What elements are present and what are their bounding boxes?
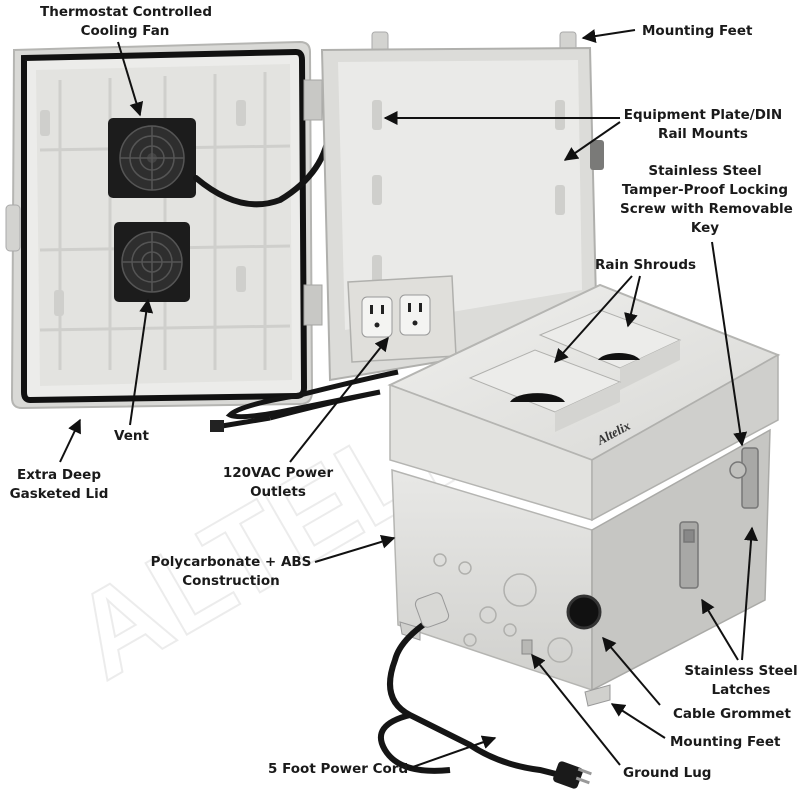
callout-lid-line-2: Gasketed Lid — [9, 486, 109, 502]
callout-locking-screw-line-3: Screw with Removable — [620, 201, 793, 217]
cooling-fan — [108, 118, 196, 198]
callout-latches: Stainless Steel Latches — [682, 662, 800, 700]
vent — [114, 222, 190, 302]
callout-locking-screw-line-4: Key — [690, 220, 720, 236]
latch-front — [679, 521, 699, 589]
callout-fan-line-2: Cooling Fan — [80, 23, 170, 39]
power-outlets — [347, 275, 457, 363]
callout-fan-line-1: Thermostat Controlled — [40, 4, 212, 20]
ground-lug — [521, 639, 533, 655]
callout-outlets: 120VAC Power Outlets — [208, 464, 348, 502]
callout-lid-line-1: Extra Deep — [16, 467, 102, 483]
cable-grommet — [566, 594, 602, 630]
open-base — [320, 31, 604, 382]
closed-enclosure: Altelix — [387, 283, 781, 707]
callout-din-rail-line-2: Rail Mounts — [658, 126, 748, 142]
callout-construction: Polycarbonate + ABS Construction — [146, 553, 316, 591]
callout-power-cord: 5 Foot Power Cord — [268, 761, 409, 777]
callout-ground-lug: Ground Lug — [623, 765, 712, 781]
callout-latches-line-1: Stainless Steel — [684, 663, 798, 679]
callout-fan: Thermostat Controlled Cooling Fan — [40, 3, 212, 41]
callout-vent: Vent — [114, 428, 149, 444]
callout-din-rail-line-1: Equipment Plate/DIN — [623, 107, 783, 123]
callout-lid: Extra Deep Gasketed Lid — [4, 466, 114, 504]
callout-arrows — [59, 29, 759, 769]
outlet-power-cord — [210, 369, 399, 432]
callout-locking-screw: Stainless Steel Tamper-Proof Locking Scr… — [620, 162, 793, 238]
callout-mounting-feet-top: Mounting Feet — [642, 23, 753, 39]
power-cord — [377, 592, 592, 789]
latch-side — [741, 447, 759, 509]
locking-screw — [729, 461, 747, 479]
callout-latches-line-2: Latches — [711, 682, 771, 698]
callout-locking-screw-line-1: Stainless Steel — [648, 163, 762, 179]
callout-outlets-line-1: 120VAC Power — [222, 465, 334, 481]
callout-outlets-line-2: Outlets — [250, 484, 306, 500]
callout-locking-screw-line-2: Tamper-Proof Locking — [621, 182, 789, 198]
callout-construction-line-1: Polycarbonate + ABS — [150, 554, 312, 570]
callout-grommet: Cable Grommet — [673, 706, 791, 722]
callout-rain-shrouds: Rain Shrouds — [595, 257, 697, 273]
callout-din-rail: Equipment Plate/DIN Rail Mounts — [618, 106, 788, 144]
callout-construction-line-2: Construction — [182, 573, 280, 589]
callout-mounting-feet-bottom: Mounting Feet — [670, 734, 781, 750]
